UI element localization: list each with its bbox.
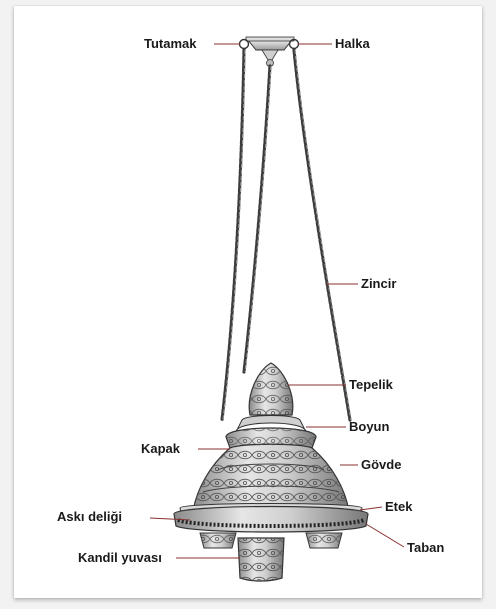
kandil-yuvasi-sockets — [200, 533, 342, 581]
ceiling-plate — [246, 37, 294, 67]
label-boyun: Boyun — [349, 419, 390, 434]
govde-body — [193, 444, 349, 512]
label-kapak: Kapak — [141, 441, 181, 456]
label-tepelik: Tepelik — [349, 377, 394, 392]
taban-base — [174, 507, 368, 533]
chains — [222, 50, 350, 420]
tepelik-finial — [249, 363, 293, 415]
label-kandil-yuvasi: Kandil yuvası — [78, 550, 162, 565]
label-halka: Halka — [335, 36, 370, 51]
label-taban: Taban — [407, 540, 444, 555]
tutamak-ring — [240, 40, 249, 49]
label-zincir: Zincir — [361, 276, 396, 291]
label-aski-deligi: Askı deliği — [57, 509, 122, 524]
kapak-lid — [226, 416, 316, 449]
label-etek: Etek — [385, 499, 413, 514]
label-tutamak: Tutamak — [144, 36, 197, 51]
label-govde: Gövde — [361, 457, 401, 472]
